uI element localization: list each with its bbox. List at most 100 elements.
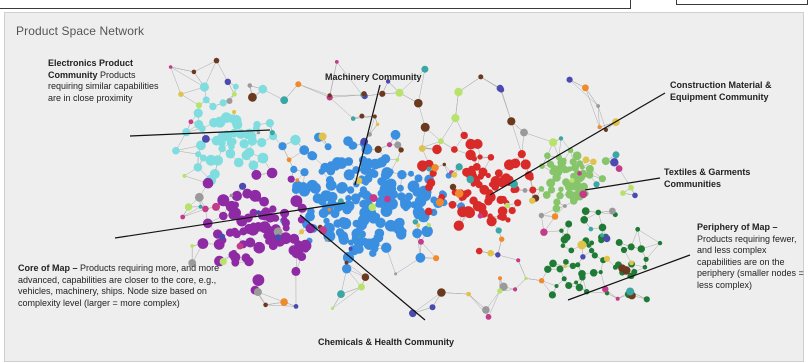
- network-node-misc: [194, 192, 204, 202]
- network-node-misc: [236, 242, 244, 250]
- network-node-misc: [426, 222, 431, 228]
- network-node-chemicals: [197, 238, 209, 249]
- network-node-machinery: [414, 195, 427, 208]
- network-node-periphery: [598, 223, 607, 232]
- network-node-textiles: [553, 198, 561, 206]
- label-core-head: Core of Map –: [18, 263, 78, 273]
- network-node-machinery: [359, 200, 367, 208]
- network-node-misc: [520, 128, 528, 137]
- network-node-misc: [385, 79, 391, 84]
- network-node-construction: [497, 206, 508, 216]
- network-node-misc: [420, 122, 430, 132]
- network-node-periphery: [643, 256, 649, 262]
- network-node-misc: [421, 65, 429, 73]
- network-node-periphery: [631, 268, 638, 275]
- network-node-misc: [273, 227, 283, 237]
- network-node-misc: [577, 240, 587, 250]
- network-node-periphery: [588, 247, 595, 254]
- network-node-electronics: [196, 140, 206, 151]
- network-node-construction: [514, 199, 522, 207]
- network-node-chemicals: [280, 208, 290, 218]
- network-node-electronics: [214, 116, 226, 128]
- network-node-machinery: [379, 183, 392, 196]
- network-node-construction: [432, 144, 442, 155]
- network-node-construction: [470, 181, 476, 187]
- network-node-misc: [615, 165, 623, 173]
- network-node-periphery: [568, 247, 575, 254]
- network-node-misc: [374, 145, 382, 153]
- network-node-misc: [620, 190, 626, 196]
- network-node-misc: [195, 102, 203, 109]
- network-node-textiles: [552, 204, 561, 213]
- network-node-misc: [477, 213, 483, 219]
- label-textiles: Textiles & Garments Communities: [664, 167, 751, 189]
- network-node-misc: [372, 114, 377, 119]
- network-node-misc: [414, 98, 423, 108]
- network-node-misc: [540, 228, 548, 236]
- network-node-construction: [505, 217, 511, 223]
- network-node-machinery: [344, 157, 354, 166]
- label-core: Core of Map – Products requiring more, a…: [18, 263, 228, 309]
- network-node-misc: [295, 178, 300, 182]
- network-node-construction: [497, 177, 508, 188]
- network-node-textiles: [598, 175, 607, 183]
- network-node-machinery: [390, 129, 401, 140]
- label-periphery: Periphery of Map – Products requiring fe…: [697, 222, 805, 291]
- network-node-chemicals: [225, 201, 232, 208]
- network-edge: [265, 304, 297, 307]
- network-node-misc: [386, 142, 393, 148]
- label-electronics-head: Electronics Product Community: [48, 58, 134, 80]
- network-node-misc: [603, 255, 611, 262]
- network-edge: [517, 260, 527, 279]
- network-node-construction: [465, 138, 477, 150]
- network-node-misc: [602, 286, 609, 293]
- network-edge: [182, 208, 206, 218]
- network-node-chemicals: [231, 190, 242, 202]
- network-node-misc: [451, 171, 458, 178]
- network-node-electronics: [233, 157, 244, 168]
- network-node-construction: [477, 154, 483, 160]
- network-node-textiles: [556, 191, 564, 200]
- network-node-electronics: [193, 163, 203, 172]
- network-node-misc: [569, 177, 575, 183]
- network-node-misc: [232, 91, 237, 97]
- network-edge: [399, 69, 426, 93]
- network-node-misc: [455, 189, 464, 198]
- network-node-textiles: [552, 173, 560, 181]
- network-node-textiles: [601, 157, 610, 166]
- network-node-misc: [324, 238, 329, 242]
- network-edge: [257, 291, 285, 303]
- network-node-construction: [465, 149, 476, 161]
- network-node-periphery: [575, 283, 584, 292]
- network-edge: [170, 66, 205, 88]
- network-node-machinery: [331, 157, 343, 169]
- network-node-periphery: [612, 264, 618, 270]
- network-edge: [329, 94, 363, 98]
- network-node-electronics: [172, 146, 180, 155]
- network-node-textiles: [561, 157, 567, 163]
- network-node-chemicals: [230, 252, 241, 263]
- network-node-electronics: [209, 169, 220, 179]
- network-node-construction: [497, 214, 503, 220]
- network-node-construction: [462, 206, 474, 217]
- network-edge: [353, 116, 375, 119]
- label-periphery-head: Periphery of Map –: [697, 222, 778, 232]
- network-node-chemicals: [219, 211, 228, 221]
- network-edge: [455, 91, 459, 119]
- network-node-misc: [398, 147, 404, 153]
- network-node-chemicals: [299, 239, 312, 252]
- network-node-misc: [629, 260, 634, 266]
- network-node-construction: [486, 216, 497, 227]
- network-node-machinery: [415, 252, 426, 263]
- network-edge: [395, 257, 421, 275]
- network-node-machinery: [421, 225, 433, 237]
- network-node-chemicals: [279, 232, 292, 245]
- network-node-machinery: [343, 136, 353, 147]
- network-node-periphery: [565, 220, 573, 228]
- network-node-electronics: [205, 154, 217, 166]
- network-edge: [501, 89, 512, 122]
- network-edge: [514, 278, 527, 290]
- network-edge: [488, 290, 501, 317]
- network-node-misc: [190, 244, 195, 248]
- network-node-misc: [632, 192, 638, 199]
